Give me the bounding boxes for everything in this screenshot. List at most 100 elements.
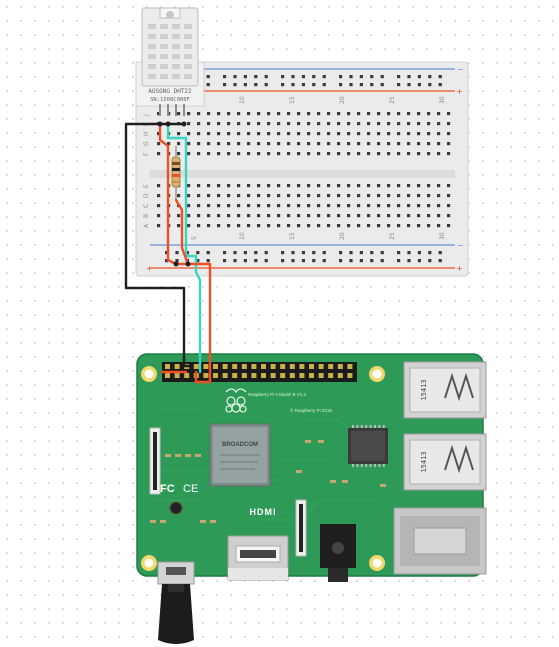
breadboard-hole bbox=[267, 142, 271, 146]
breadboard-hole bbox=[377, 184, 381, 188]
vent-slot bbox=[172, 24, 180, 29]
breadboard-hole bbox=[217, 204, 221, 208]
breadboard-hole bbox=[357, 152, 361, 156]
breadboard-hole bbox=[427, 152, 431, 156]
bottom-power-rail: − + + bbox=[146, 241, 464, 273]
breadboard-hole bbox=[447, 112, 451, 116]
rail-hole bbox=[254, 259, 258, 263]
breadboard-hole bbox=[157, 142, 161, 146]
rail-hole bbox=[380, 83, 384, 87]
rail-hole bbox=[349, 251, 353, 255]
rail-hole bbox=[165, 251, 169, 255]
rail-hole bbox=[428, 251, 432, 255]
vent-slot bbox=[172, 64, 180, 69]
breadboard-hole bbox=[357, 224, 361, 228]
gpio-pin bbox=[328, 364, 334, 369]
breadboard-hole bbox=[407, 214, 411, 218]
gpio-pin bbox=[251, 364, 257, 369]
breadboard-hole bbox=[277, 112, 281, 116]
breadboard-hole bbox=[177, 112, 181, 116]
breadboard-hole bbox=[417, 112, 421, 116]
breadboard-hole bbox=[197, 122, 201, 126]
vent-slot bbox=[172, 54, 180, 59]
col-number-top: 30 bbox=[439, 96, 446, 104]
gpio-pin bbox=[241, 373, 247, 378]
rail-hole bbox=[370, 83, 374, 87]
breadboard-hole bbox=[437, 204, 441, 208]
rail-hole bbox=[370, 259, 374, 263]
breadboard-hole bbox=[437, 194, 441, 198]
breadboard-hole bbox=[307, 224, 311, 228]
breadboard-hole bbox=[447, 184, 451, 188]
rail-hole bbox=[312, 259, 316, 263]
breadboard-hole bbox=[417, 204, 421, 208]
breadboard-hole bbox=[277, 224, 281, 228]
dht22-sensor: AOSONG DHT22 SN:1508C086F bbox=[135, 7, 205, 116]
rail-hole bbox=[291, 75, 295, 79]
breadboard-hole bbox=[327, 142, 331, 146]
bottom-rail-minus-label: − bbox=[457, 241, 464, 250]
rail-hole bbox=[417, 259, 421, 263]
breadboard-hole bbox=[287, 184, 291, 188]
breadboard-hole bbox=[377, 214, 381, 218]
chip-pin bbox=[369, 464, 372, 467]
vent-slot bbox=[172, 34, 180, 39]
rail-hole bbox=[380, 251, 384, 255]
breadboard-hole bbox=[427, 122, 431, 126]
sensor-serial-label: SN:1508C086F bbox=[150, 97, 190, 103]
vent-slot bbox=[148, 34, 156, 39]
smd-part bbox=[296, 470, 302, 473]
breadboard-hole bbox=[397, 214, 401, 218]
row-letter: B bbox=[143, 214, 150, 218]
gpio-pin bbox=[213, 364, 218, 369]
rail-hole bbox=[281, 75, 285, 79]
breadboard-hole bbox=[437, 214, 441, 218]
breadboard-hole bbox=[407, 194, 411, 198]
breadboard-hole bbox=[287, 194, 291, 198]
breadboard-hole bbox=[277, 152, 281, 156]
col-number-top: 20 bbox=[339, 96, 346, 104]
breadboard-hole bbox=[397, 142, 401, 146]
rail-hole bbox=[322, 259, 326, 263]
breadboard-hole bbox=[217, 122, 221, 126]
breadboard-hole bbox=[387, 132, 391, 136]
rail-hole bbox=[254, 83, 258, 87]
gpio-pin bbox=[337, 364, 343, 369]
breadboard-hole bbox=[327, 132, 331, 136]
breadboard-hole bbox=[397, 194, 401, 198]
chip-pin bbox=[382, 425, 385, 428]
breadboard-hole bbox=[387, 184, 391, 188]
col-number-bottom: 30 bbox=[439, 232, 446, 240]
breadboard-hole bbox=[247, 224, 251, 228]
breadboard-hole bbox=[367, 112, 371, 116]
breadboard-hole bbox=[187, 122, 191, 126]
rail-hole bbox=[254, 75, 258, 79]
terminal-holes bbox=[157, 112, 451, 228]
smd-part bbox=[318, 440, 324, 443]
breadboard-hole bbox=[347, 122, 351, 126]
breadboard-hole bbox=[437, 224, 441, 228]
breadboard-hole bbox=[237, 214, 241, 218]
chip-pin bbox=[378, 464, 381, 467]
breadboard-hole bbox=[397, 132, 401, 136]
hdmi-label: HDMI bbox=[250, 507, 277, 517]
gpio-pin bbox=[222, 373, 228, 378]
rail-hole bbox=[206, 251, 210, 255]
vent-slot bbox=[172, 74, 180, 79]
breadboard-hole bbox=[327, 204, 331, 208]
breadboard-hole bbox=[217, 132, 221, 136]
breadboard-hole bbox=[227, 184, 231, 188]
ce-mark: CE bbox=[183, 483, 198, 495]
breadboard-hole bbox=[377, 224, 381, 228]
breadboard-hole bbox=[317, 214, 321, 218]
rail-hole bbox=[359, 251, 363, 255]
rail-hole bbox=[175, 259, 179, 263]
chip-pin bbox=[360, 464, 363, 467]
breadboard-hole bbox=[317, 204, 321, 208]
gpio-pin bbox=[309, 364, 314, 369]
breadboard-hole bbox=[397, 152, 401, 156]
rail-hole bbox=[417, 251, 421, 255]
breadboard-hole bbox=[247, 184, 251, 188]
rail-hole bbox=[165, 259, 169, 263]
rail-hole bbox=[291, 251, 295, 255]
